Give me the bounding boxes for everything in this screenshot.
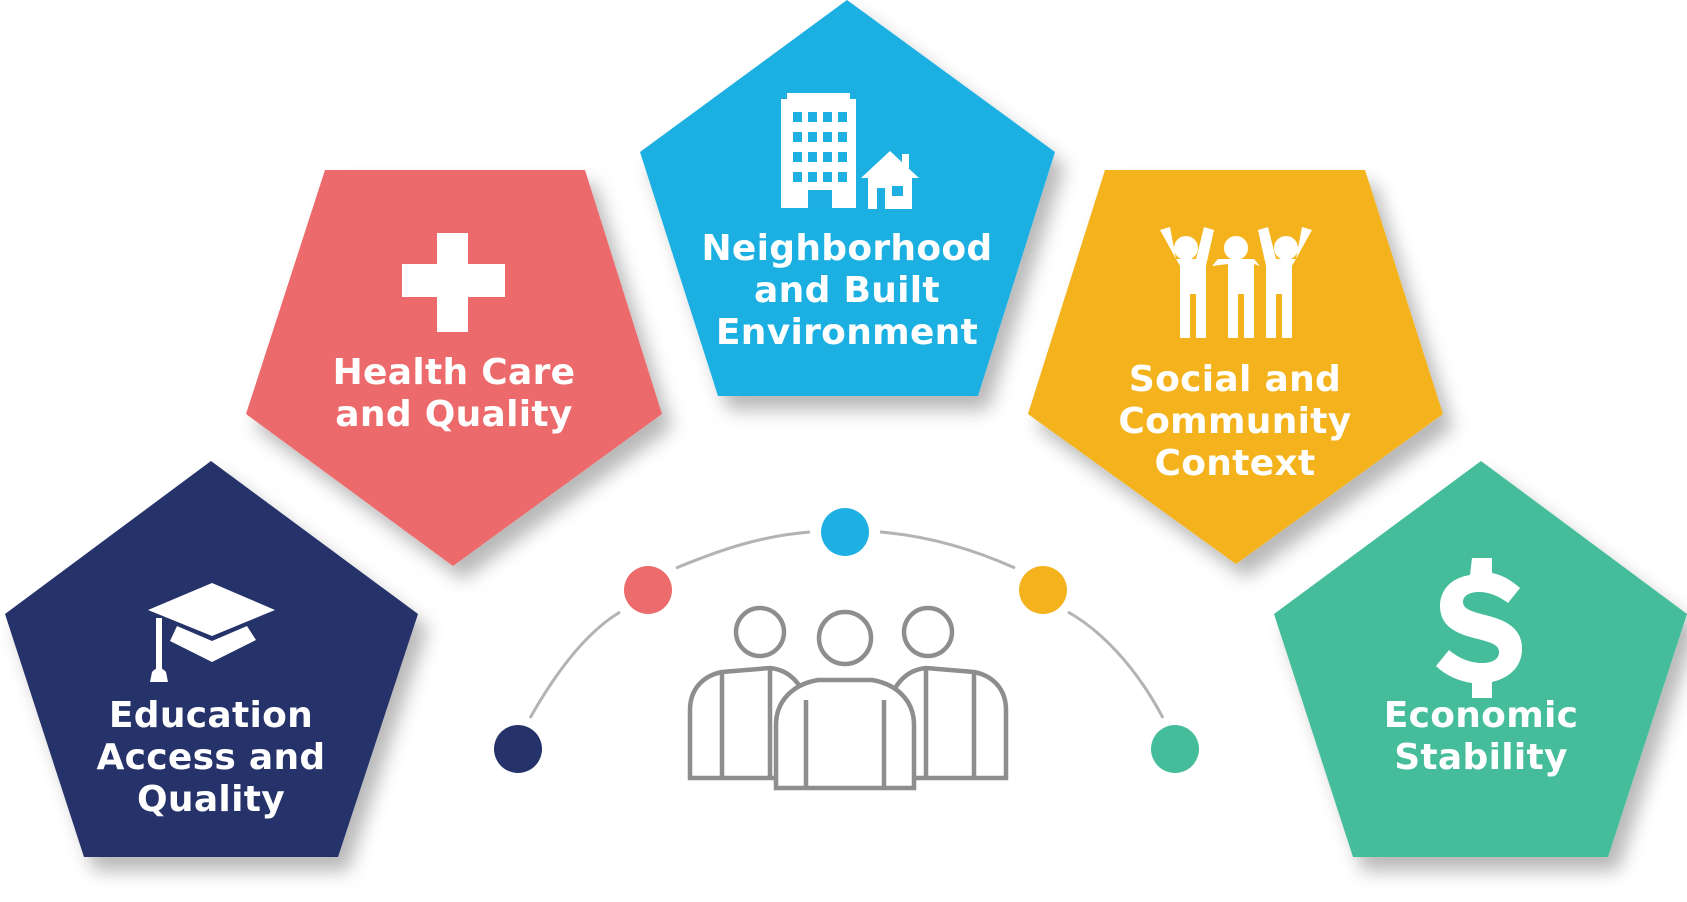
label-line: Context (1154, 443, 1316, 484)
label-line: Quality (137, 779, 285, 820)
label-social: Social and Community Context (1085, 359, 1385, 485)
label-line: Community (1118, 401, 1352, 442)
graduation-cap-icon (148, 583, 275, 682)
pentagon-health (246, 170, 662, 566)
label-line: Social and (1128, 359, 1342, 400)
label-line: Economic (1383, 695, 1579, 736)
label-line: Education (108, 695, 314, 736)
label-neighborhood: Neighborhood and Built Environment (697, 228, 997, 354)
medical-cross-icon (402, 233, 505, 332)
label-line: Neighborhood (701, 228, 993, 269)
label-line: and Built (754, 270, 940, 311)
label-line: and Quality (335, 394, 573, 435)
people-cheering-icon (1160, 227, 1312, 338)
buildings-icon (781, 93, 919, 209)
node-social (1019, 566, 1067, 614)
pentagon-economic (1274, 461, 1687, 857)
label-economic: Economic Stability (1331, 695, 1631, 779)
dollar-sign-icon (1436, 558, 1522, 698)
node-education (494, 725, 542, 773)
label-education: Education Access and Quality (61, 695, 361, 821)
label-line: Health Care (332, 352, 576, 393)
connector-arc (528, 530, 1165, 719)
label-line: Access and (96, 737, 326, 778)
pentagon-social (1028, 170, 1443, 564)
node-economic (1151, 725, 1199, 773)
label-line: Environment (715, 312, 979, 353)
label-health: Health Care and Quality (304, 352, 604, 436)
label-line: Stability (1394, 737, 1568, 778)
node-neighborhood (821, 508, 869, 556)
people-group-icon (687, 605, 1009, 791)
node-health (624, 566, 672, 614)
